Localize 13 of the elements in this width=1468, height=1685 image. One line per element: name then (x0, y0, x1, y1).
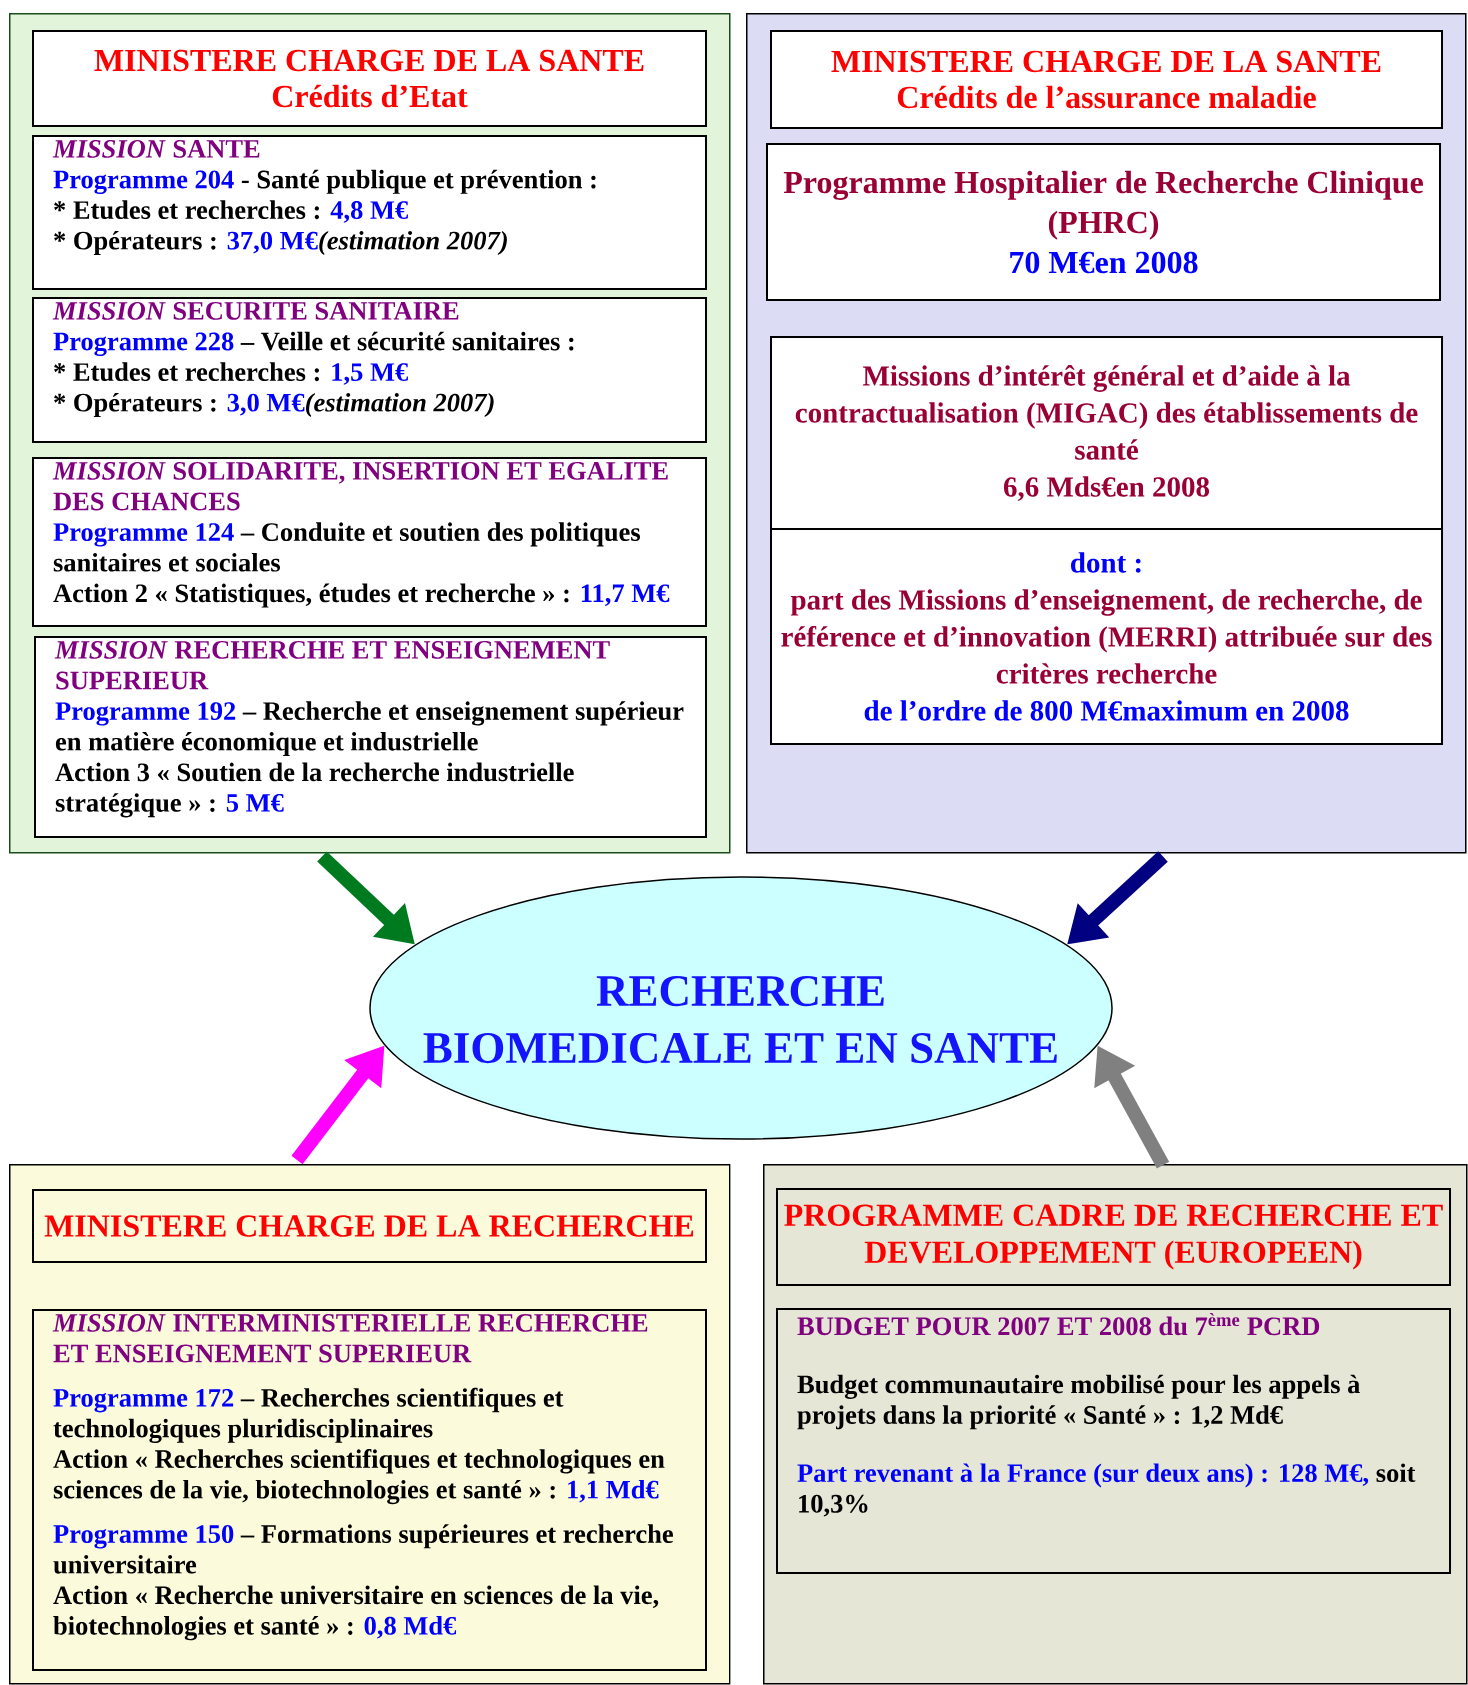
heading-box: MINISTERE CHARGE DE LA SANTE Crédits de l’assurance maladie (770, 30, 1443, 129)
info-box: MISSION RECHERCHE ET ENSEIGNEMENT SUPERIEUR Programme 192 – Recherche et enseignement supérieur en matière économique et industrielle Action 3 « Soutien de la recherche industrielle stratégique » : 5 M€ (34, 636, 707, 838)
info-box: dont : part des Missions d’enseignement, de recherche, de référence et d’innovation (MERRI) attribuée sur des critères recherche de l’ordre de 800 M€maximum en 2008 (770, 528, 1443, 745)
info-box: Missions d’intérêt général et d’aide à la contractualisation (MIGAC) des établissements de santé 6,6 Mds€en 2008 (770, 336, 1443, 530)
heading-box: MINISTERE CHARGE DE LA SANTE Crédits d’Etat (32, 30, 707, 127)
heading-box: PROGRAMME CADRE DE RECHERCHE ET DEVELOPPEMENT (EUROPEEN) (776, 1188, 1451, 1286)
info-box: MISSION SECURITE SANITAIRE Programme 228 – Veille et sécurité sanitaires : * Etudes et recherches : 1,5 M€ * Opérateurs : 3,0 M€(estimation 2007) (32, 297, 707, 443)
info-box: BUDGET POUR 2007 ET 2008 du 7$^{ème}$ PCRD Budget communautaire mobilisé pour les appels à projets dans la priorité « Santé » : 1,2 Md€ Part revenant à la France (sur deux ans) : 128 M€, soit 10,3% (776, 1308, 1451, 1574)
info-box: MISSION SOLIDARITE, INSERTION ET EGALITE DES CHANCES Programme 124 – Conduite et soutien des politiques sanitaires et sociales Action 2 « Statistiques, études et recherche » : 11,7 M€ (32, 457, 707, 627)
info-box: MISSION INTERMINISTERIELLE RECHERCHE ET ENSEIGNEMENT SUPERIEUR Programme 172 – Recherches scientifiques et technologiques pluridisciplinaires Action « Recherches scientifiques et technologiques en sciences de la vie, biotechnologies et santé » : 1,1 Md€ Programme 150 – Formations supérieures et recherche universitaire Action « Recherche universitaire en sciences de la vie, biotechnologies et santé » : 0,8 Md€ (32, 1309, 707, 1671)
info-box: MISSION SANTE Programme 204 - Santé publique et prévention : * Etudes et recherches : 4,8 M€ * Opérateurs : 37,0 M€(estimation 2007) (32, 135, 707, 290)
heading-box: MINISTERE CHARGE DE LA RECHERCHE (32, 1189, 707, 1263)
info-box: Programme Hospitalier de Recherche Clinique (PHRC) 70 M€en 2008 (766, 143, 1441, 301)
